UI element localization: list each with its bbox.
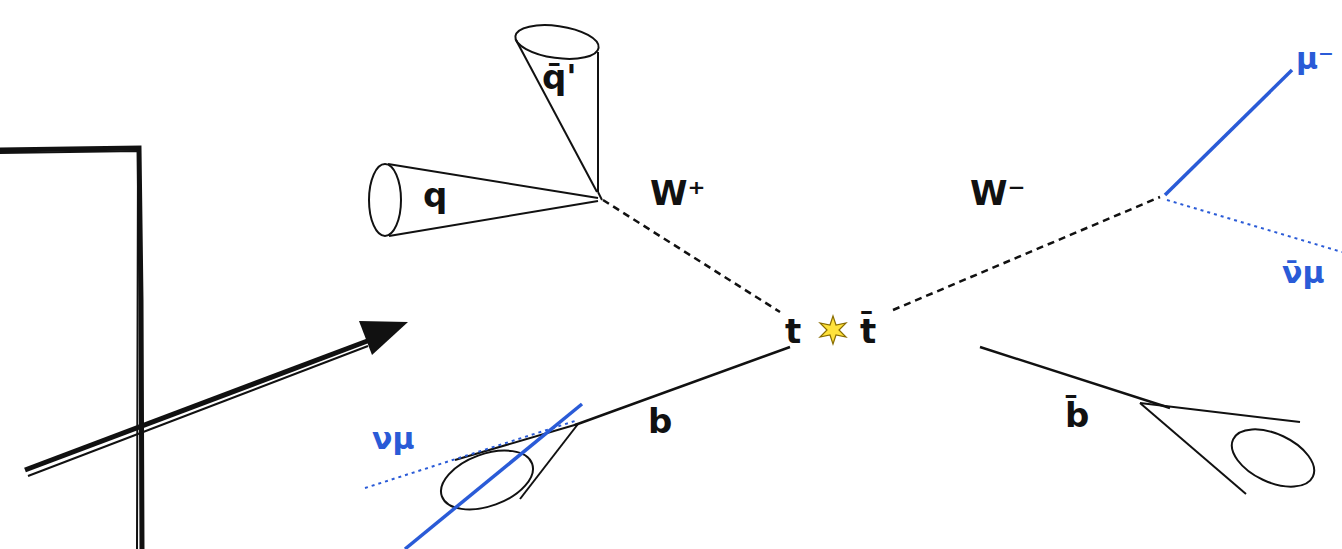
quark-label: b̄ (1065, 398, 1089, 432)
sketch-arrow-shaft (25, 340, 370, 470)
quark-label: q̄' (542, 60, 577, 94)
neutrino-line (365, 420, 578, 488)
jet-cone (513, 20, 601, 63)
lepton-label: μ⁻ (1296, 44, 1334, 74)
collision-star (820, 316, 846, 344)
quark-label: b (648, 404, 672, 438)
boson-label: W⁻ (970, 176, 1025, 210)
lepton-label: ν̄μ (1282, 258, 1325, 288)
jet-cone (597, 52, 599, 192)
jet-cone (388, 164, 598, 198)
top-label: t̄ (860, 314, 876, 348)
frame-line (0, 148, 142, 549)
b-quark-line (575, 347, 790, 425)
top-label: t (785, 314, 801, 348)
jet-cone (455, 424, 578, 460)
w-minus-propagator (893, 197, 1160, 310)
boson-label: W⁺ (650, 176, 705, 210)
jet-cone (516, 40, 597, 192)
jet-cone (389, 201, 598, 236)
sketch-arrow-shaft (28, 346, 368, 476)
muon-line (1165, 70, 1292, 195)
jet-cone (520, 424, 578, 499)
quark-label: q (423, 178, 447, 212)
sketch-arrow-head (359, 321, 408, 355)
neutrino-line (1167, 200, 1342, 252)
quark-line (598, 192, 602, 200)
w-plus-propagator (603, 200, 780, 312)
jet-cone (1140, 403, 1300, 422)
frame-sketch (0, 151, 138, 549)
jet-cone (1140, 403, 1246, 494)
lepton-label: νμ (372, 424, 415, 454)
jet-cone (369, 164, 401, 236)
muon-line (405, 404, 582, 549)
